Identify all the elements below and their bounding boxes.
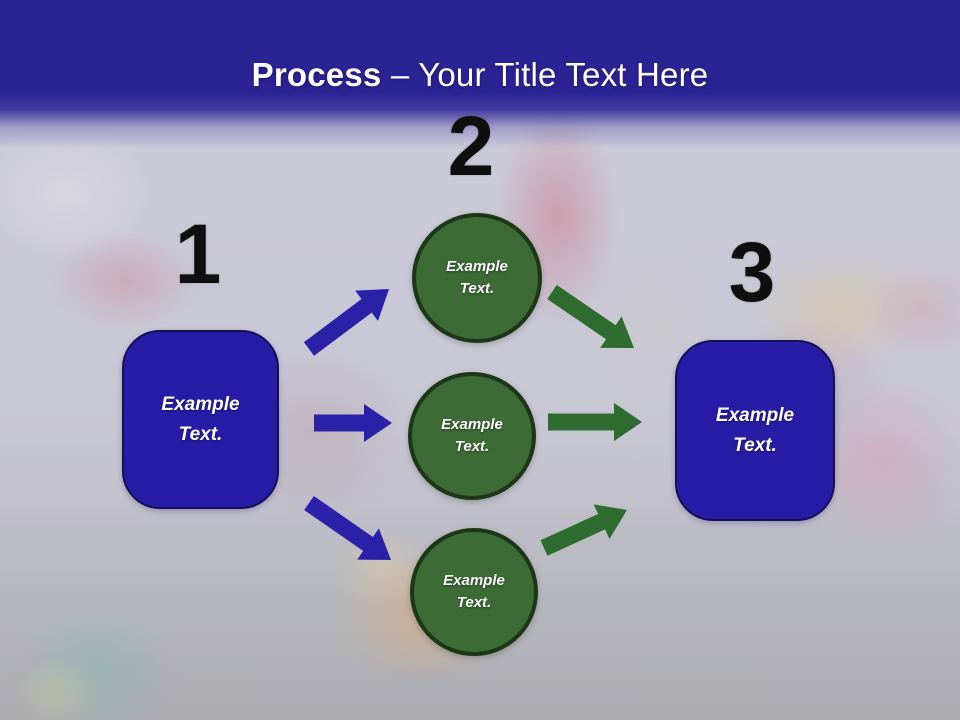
green-arrow-from-circle-1[interactable]	[547, 285, 634, 348]
step3-label: Example Text.	[715, 405, 795, 456]
step-number-1[interactable]: 1	[174, 207, 222, 301]
step2-circle-1[interactable]: Example Text.	[412, 213, 542, 343]
step2-circle-3-label: Example Text.	[443, 571, 505, 612]
blue-arrow-to-circle-1[interactable]	[303, 289, 389, 356]
step-number-3[interactable]: 3	[728, 225, 776, 319]
green-arrow-from-circle-3[interactable]	[540, 504, 628, 556]
title-rest: Your Title Text Here	[418, 56, 709, 93]
slide-title[interactable]: Process – Your Title Text Here	[0, 56, 960, 94]
step1-rounded-rectangle[interactable]: Example Text.	[122, 330, 279, 509]
step1-label: Example Text.	[161, 394, 240, 445]
step2-circle-2[interactable]: Example Text.	[408, 372, 536, 500]
blue-arrow-to-circle-3[interactable]	[304, 496, 391, 560]
step2-circle-1-label: Example Text.	[446, 257, 508, 298]
green-arrow-from-circle-2[interactable]	[548, 403, 642, 441]
header-band	[0, 0, 960, 148]
step-number-2[interactable]: 2	[447, 99, 495, 193]
title-emphasis: Process	[251, 56, 382, 93]
step2-circle-3[interactable]: Example Text.	[410, 528, 538, 656]
step3-rounded-rectangle[interactable]: Example Text.	[675, 340, 835, 521]
step2-circle-2-label: Example Text.	[441, 415, 503, 456]
title-dash: –	[390, 56, 410, 93]
blue-arrow-to-circle-2[interactable]	[314, 404, 392, 442]
